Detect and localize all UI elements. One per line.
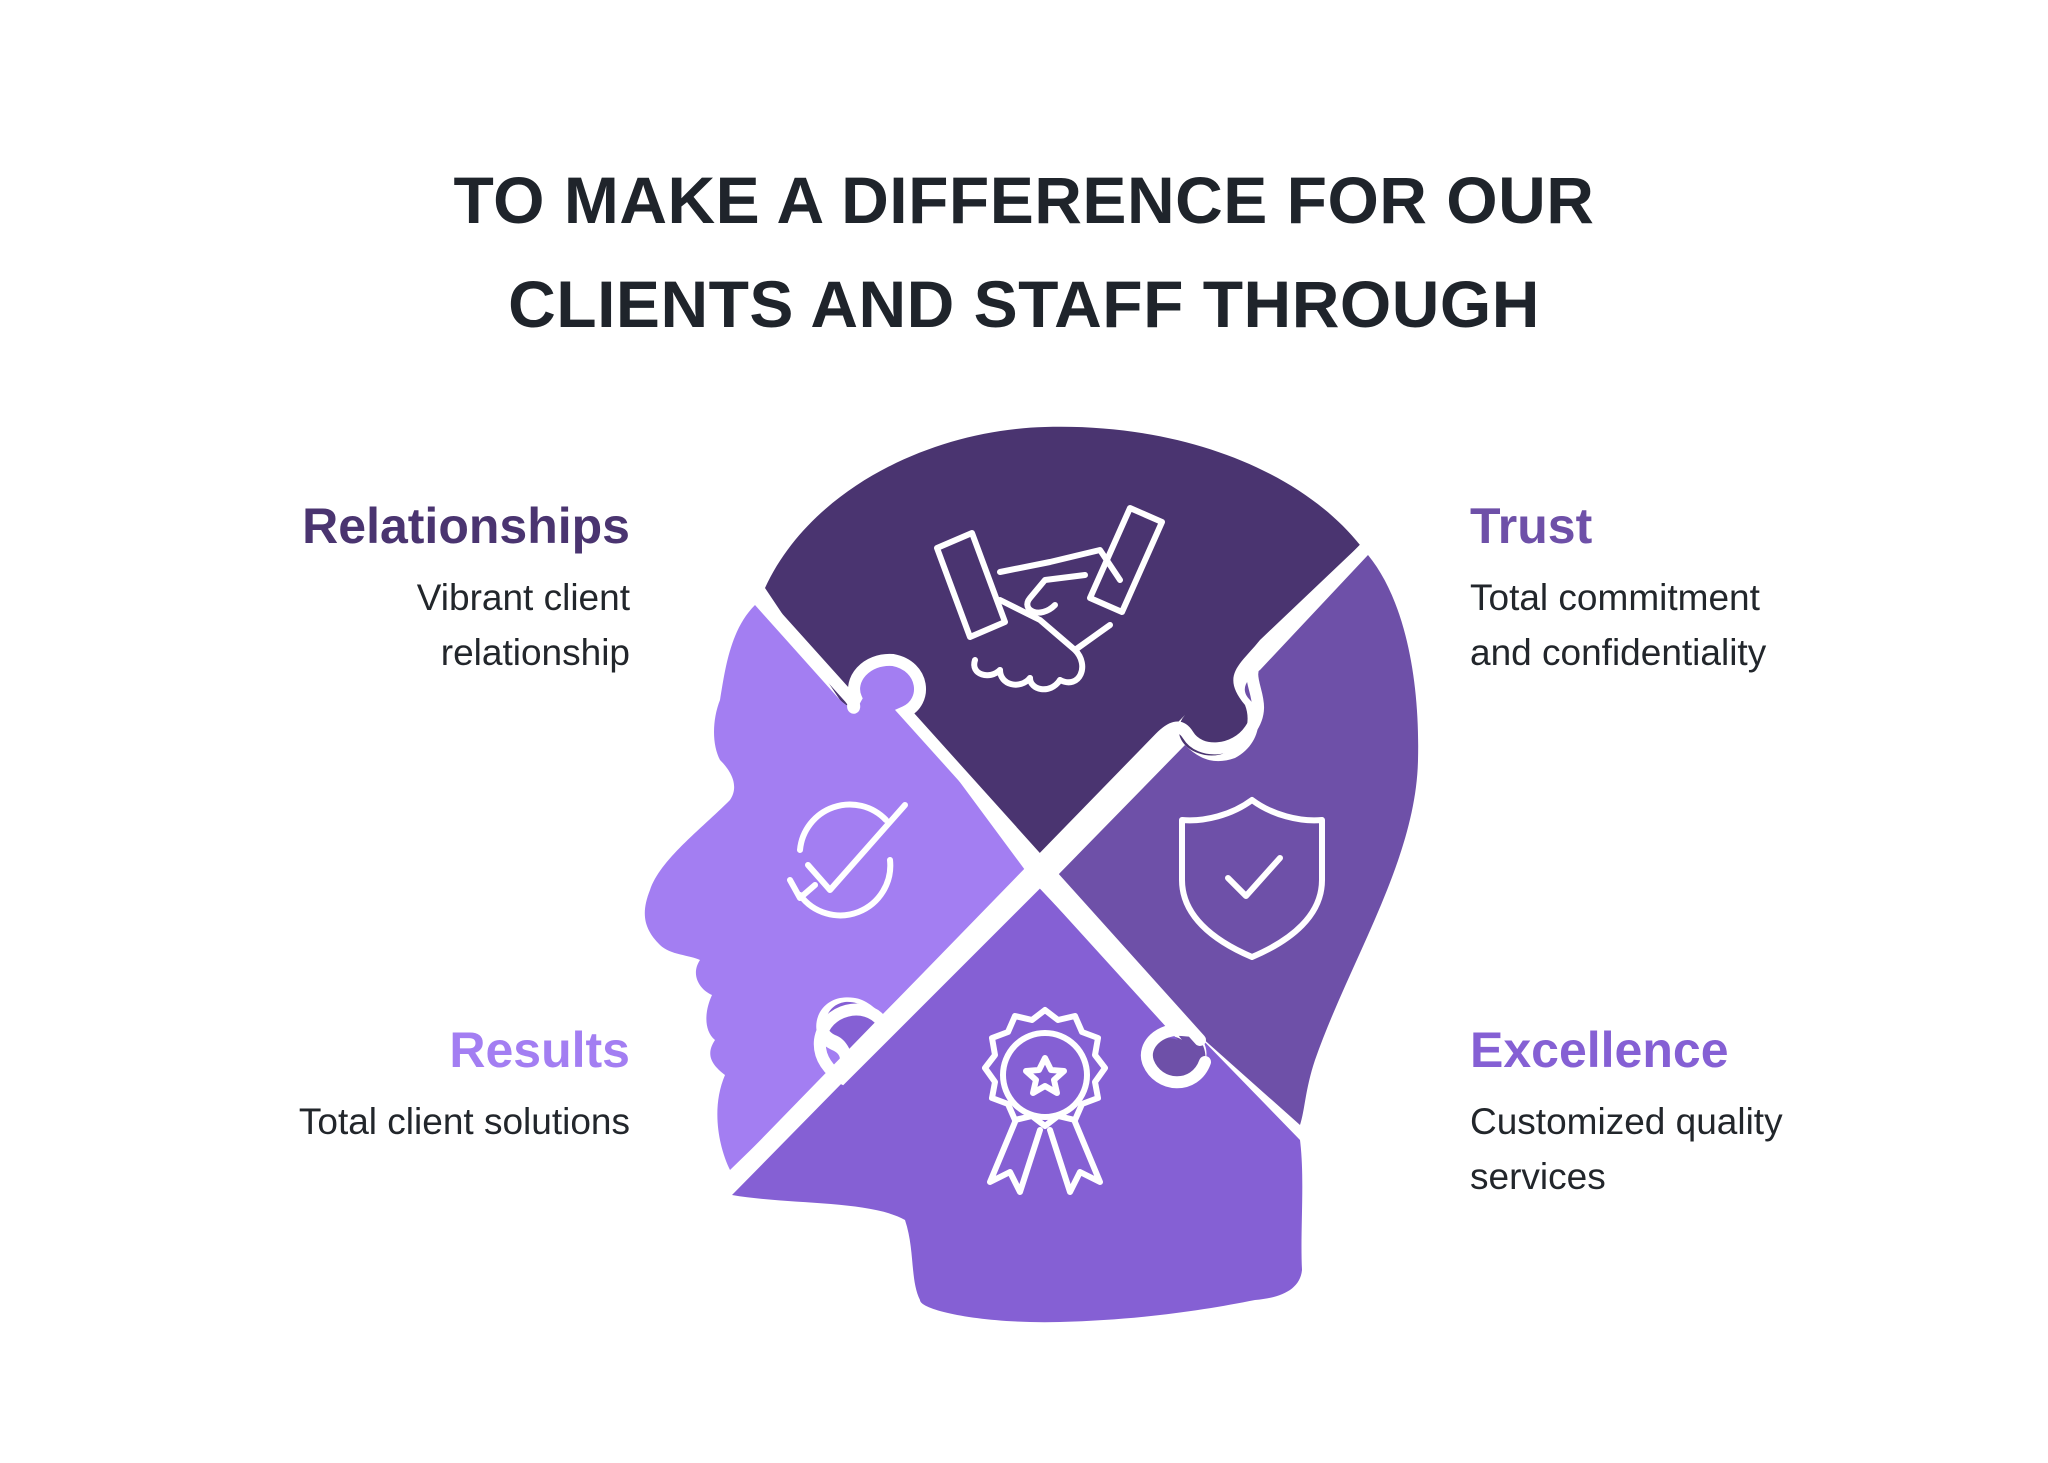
handshake-icon [934, 505, 1165, 693]
results-description: Total client solutions [298, 1101, 630, 1142]
excellence-heading: Excellence [1470, 1022, 1729, 1078]
relationships-heading: Relationships [302, 498, 630, 554]
award-ribbon-icon [982, 1007, 1108, 1195]
puzzle-separators [724, 542, 1371, 1186]
trust-description: Total commitment and confidentiality [1470, 570, 2030, 680]
excellence-description: Customized quality services [1470, 1094, 2030, 1204]
page-title: TO MAKE A DIFFERENCE FOR OUR CLIENTS AND… [0, 148, 2048, 356]
excellence-line-2: services [1470, 1156, 1606, 1197]
title-line-2: CLIENTS AND STAFF THROUGH [508, 267, 1540, 341]
title-line-1: TO MAKE A DIFFERENCE FOR OUR [453, 163, 1595, 237]
results-block: Results Total client solutions [70, 1020, 630, 1149]
shield-check-icon [1179, 797, 1325, 960]
results-heading: Results [449, 1022, 630, 1078]
trust-heading: Trust [1470, 498, 1593, 554]
excellence-block: Excellence Customized quality services [1470, 1020, 2030, 1204]
relationships-line-1: Vibrant client [416, 577, 630, 618]
trust-line-2: and confidentiality [1470, 632, 1767, 673]
relationships-description: Vibrant client relationship [70, 570, 630, 680]
relationships-block: Relationships Vibrant client relationship [70, 496, 630, 680]
relationships-line-2: relationship [440, 632, 630, 673]
refresh-check-icon [787, 801, 908, 919]
trust-block: Trust Total commitment and confidentialit… [1470, 496, 2030, 680]
excellence-line-1: Customized quality [1470, 1101, 1783, 1142]
trust-line-1: Total commitment [1470, 577, 1760, 618]
